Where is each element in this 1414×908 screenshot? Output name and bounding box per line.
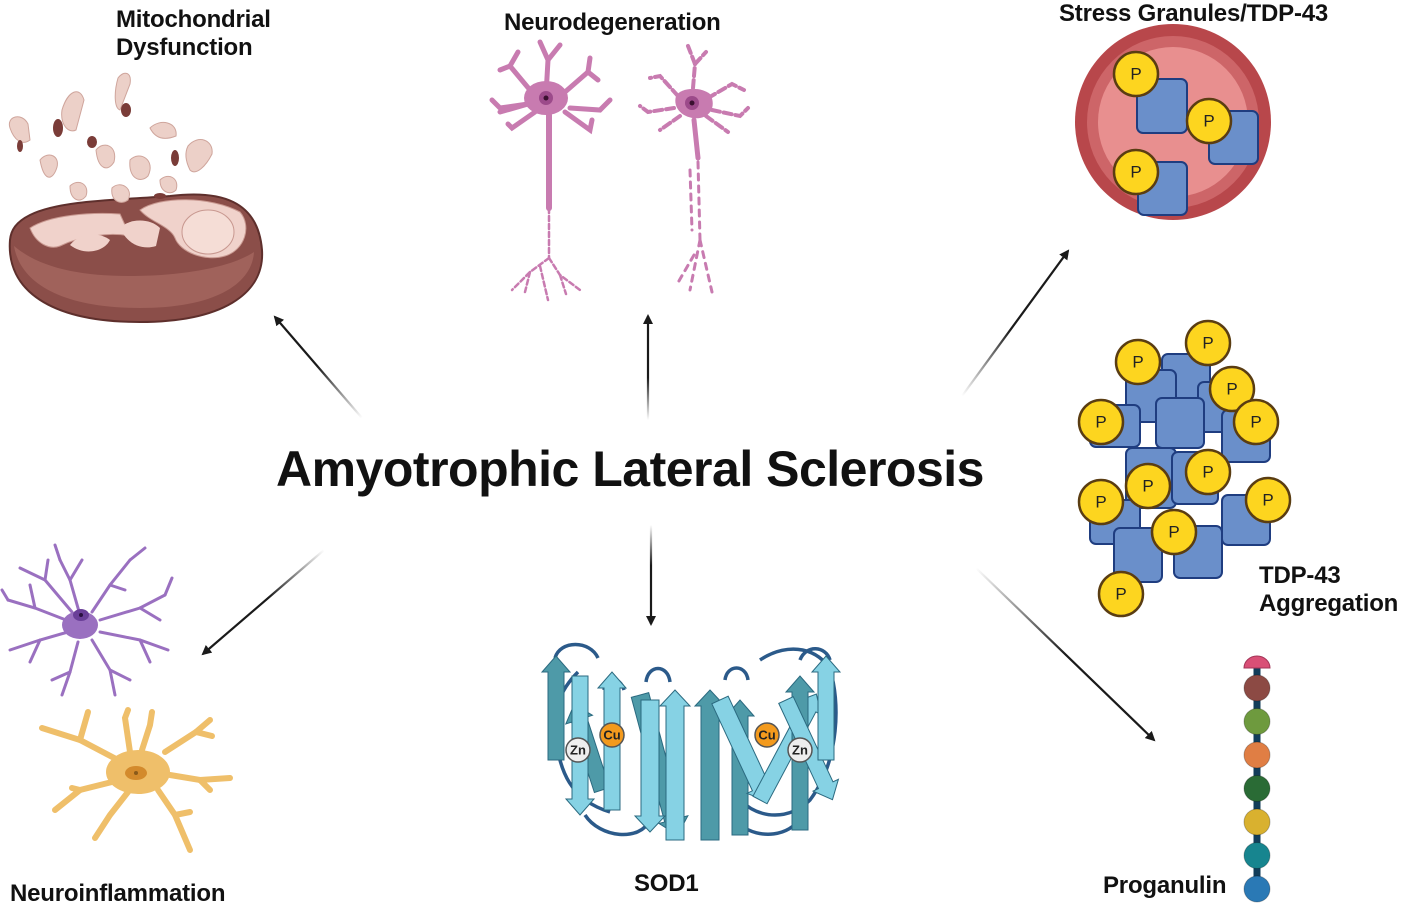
mitochondrial-label-line1: Mitochondrial	[116, 6, 271, 33]
neurodegeneration-label: Neurodegeneration	[504, 9, 721, 36]
svg-text:P: P	[1130, 65, 1141, 84]
diagram-title: Amyotrophic Lateral Sclerosis	[276, 441, 984, 497]
phosphate-icon: P	[1232, 398, 1280, 446]
neuroinflammation-label: Neuroinflammation	[10, 880, 226, 907]
svg-text:P: P	[1142, 477, 1153, 496]
arrow-to-stress-granules	[961, 249, 1070, 397]
zinc-ion-icon: Zn	[565, 737, 591, 763]
zinc-ion-icon: Zn	[787, 737, 813, 763]
beta-strand	[693, 689, 727, 841]
svg-text:Zn: Zn	[792, 743, 808, 758]
svg-text:Cu: Cu	[603, 728, 620, 743]
phosphate-icon: P	[1184, 448, 1232, 496]
phosphate-icon: P	[1077, 478, 1125, 526]
svg-text:P: P	[1202, 463, 1213, 482]
phosphate-icon: P	[1112, 148, 1160, 196]
arrow-to-proganulin	[975, 567, 1156, 742]
arrow-to-neuroinflammation	[201, 549, 325, 656]
beta-strand	[540, 655, 572, 761]
mitochondrial-label-line2: Dysfunction	[116, 34, 253, 61]
sod1-label: SOD1	[634, 870, 699, 897]
arrow-to-mitochondrial	[273, 315, 363, 419]
phosphate-icon: P	[1124, 462, 1172, 510]
phosphate-icon: P	[1184, 319, 1232, 367]
beta-strand	[658, 689, 692, 841]
phosphate-icon: P	[1244, 476, 1292, 524]
svg-text:P: P	[1095, 493, 1106, 512]
mitochondrion-illustration	[8, 72, 264, 324]
phosphate-icon: P	[1208, 365, 1256, 413]
proganulin-bead	[1243, 741, 1271, 769]
proganulin-label: Proganulin	[1103, 872, 1227, 899]
copper-ion-icon: Cu	[599, 722, 625, 748]
svg-text:P: P	[1168, 523, 1179, 542]
phosphate-icon: P	[1077, 398, 1125, 446]
proganulin-bead	[1243, 808, 1271, 836]
proganulin-bead	[1243, 674, 1271, 702]
proganulin-bead	[1243, 875, 1271, 903]
svg-text:P: P	[1095, 413, 1106, 432]
proganulin-beads	[1243, 674, 1271, 903]
stress-granules-label: Stress Granules/TDP-43	[1059, 0, 1329, 27]
svg-text:Cu: Cu	[758, 728, 775, 743]
phosphate-icon: P	[1112, 50, 1160, 98]
proganulin-bead	[1243, 842, 1271, 869]
svg-text:P: P	[1130, 163, 1141, 182]
beta-strand	[810, 655, 842, 761]
stress-granule-illustration	[1075, 24, 1271, 220]
svg-text:P: P	[1115, 585, 1126, 604]
phosphate-icon: P	[1114, 338, 1162, 386]
stress-granule-phosphates: P P P	[1112, 50, 1233, 196]
phosphate-icon: P	[1150, 508, 1198, 556]
proganulin-bead	[1243, 708, 1271, 735]
tdp43-label-line1: TDP-43	[1259, 562, 1341, 589]
svg-text:P: P	[1226, 380, 1237, 399]
svg-text:Zn: Zn	[570, 743, 586, 758]
arrows	[201, 249, 1156, 742]
proganulin-bead	[1243, 775, 1271, 802]
tdp43-aggregation-label: TDP-43 Aggregation	[1259, 562, 1398, 618]
phosphate-icon: P	[1185, 97, 1233, 145]
tdp43-label-line2: Aggregation	[1259, 590, 1399, 617]
svg-text:P: P	[1262, 491, 1273, 510]
beta-strand	[633, 699, 667, 833]
degenerating-neuron-illustration	[638, 44, 750, 294]
svg-text:P: P	[1202, 334, 1213, 353]
svg-text:P: P	[1132, 353, 1143, 372]
mitochondrial-dysfunction-label: Mitochondrial Dysfunction	[116, 6, 271, 62]
microglia-illustration	[0, 543, 174, 697]
astrocyte-illustration	[39, 707, 233, 853]
copper-ion-icon: Cu	[754, 722, 780, 748]
svg-text:P: P	[1203, 112, 1214, 131]
phosphate-icon: P	[1097, 570, 1145, 618]
healthy-neuron-illustration	[489, 39, 613, 302]
svg-text:P: P	[1250, 413, 1261, 432]
